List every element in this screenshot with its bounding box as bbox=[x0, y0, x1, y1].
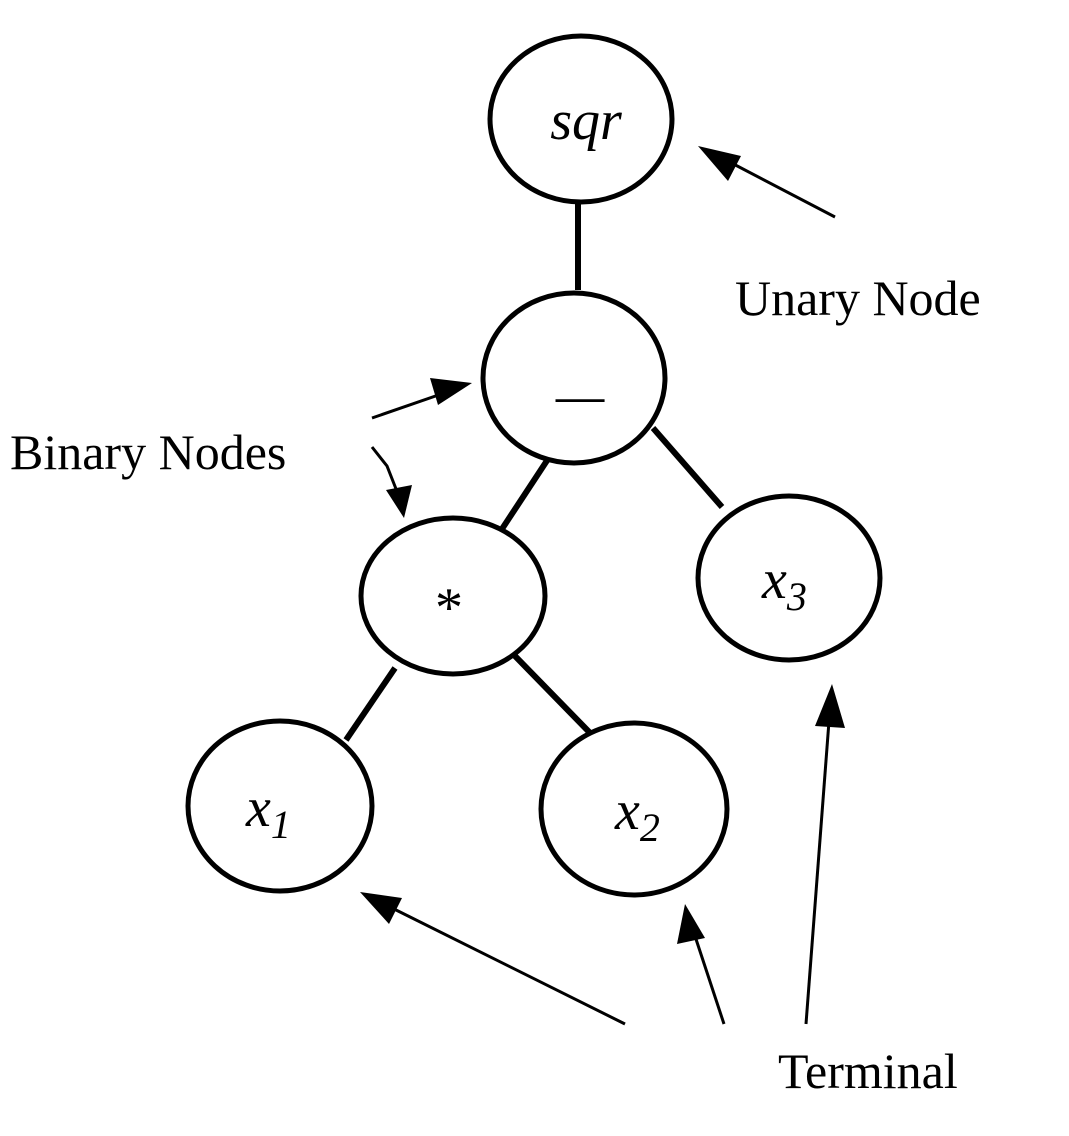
edge-minus-times bbox=[497, 454, 553, 534]
node-sqr-label: sqr bbox=[550, 90, 622, 152]
unary-node-annotation: Unary Node bbox=[735, 270, 981, 326]
arrow-terminal-to-x1 bbox=[360, 892, 626, 1026]
binary-nodes-annotation: Binary Nodes bbox=[10, 424, 286, 480]
node-times-label: * bbox=[435, 577, 463, 639]
node-minus-label: _ bbox=[555, 345, 605, 407]
node-x1-label: x1 bbox=[245, 777, 291, 847]
arrow-binary-to-minus bbox=[371, 378, 472, 420]
edge-times-x2 bbox=[512, 653, 598, 741]
edge-times-x1 bbox=[343, 666, 398, 742]
node-x2-label: x2 bbox=[614, 780, 660, 850]
node-x1: x1 bbox=[185, 718, 375, 894]
node-times: * bbox=[358, 515, 548, 677]
arrow-terminal-to-x2 bbox=[677, 904, 726, 1025]
arrow-binary-to-times bbox=[370, 446, 412, 518]
arrow-terminal-to-x3 bbox=[804, 684, 845, 1025]
arrow-unary-to-sqr bbox=[698, 146, 836, 219]
node-minus: _ bbox=[480, 290, 668, 466]
edge-minus-x3 bbox=[650, 426, 725, 509]
terminal-annotation: Terminal bbox=[778, 1043, 958, 1099]
node-sqr: sqr bbox=[487, 33, 675, 205]
node-x3: x3 bbox=[695, 493, 883, 663]
node-x2: x2 bbox=[538, 720, 730, 898]
node-x3-label: x3 bbox=[761, 549, 807, 619]
